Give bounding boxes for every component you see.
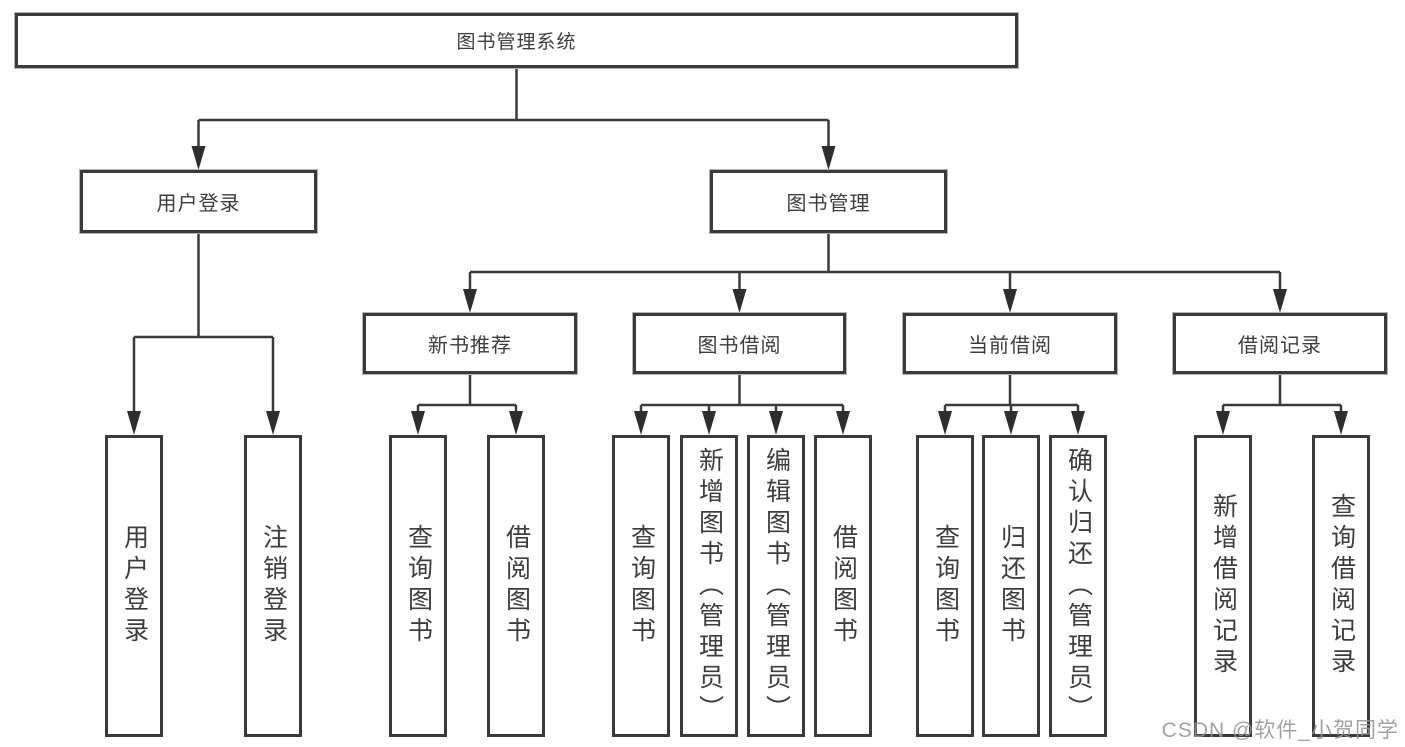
leaf-label: 查询图书 bbox=[627, 524, 656, 648]
leaf-logout-login: 注销登录 bbox=[244, 435, 302, 737]
node-label: 图书管理系统 bbox=[456, 32, 577, 53]
tree-edges bbox=[132, 68, 1343, 414]
node-label: 用户登录 bbox=[156, 193, 241, 215]
leaf-query-borrow-record: 查询借阅记录 bbox=[1312, 435, 1370, 737]
node-borrow-records: 借阅记录 bbox=[1173, 313, 1387, 374]
arrow-down-icons bbox=[127, 146, 1348, 435]
leaf-query-books-borrow: 查询图书 bbox=[612, 435, 670, 737]
leaf-label: 新增借阅记录 bbox=[1209, 493, 1238, 679]
leaf-confirm-return-admin: 确认归还（管理员） bbox=[1049, 435, 1107, 737]
node-label: 当前借阅 bbox=[968, 335, 1052, 357]
leaf-label: 确认归还（管理员） bbox=[1064, 446, 1093, 726]
csdn-watermark: CSDN @软件_小贺同学 bbox=[1161, 719, 1399, 742]
leaf-label: 查询图书 bbox=[931, 524, 960, 648]
node-label: 图书借阅 bbox=[697, 335, 782, 357]
node-new-book-recommend: 新书推荐 bbox=[363, 313, 577, 374]
leaf-label: 归还图书 bbox=[997, 524, 1026, 648]
leaf-edit-books-admin: 编辑图书（管理员） bbox=[747, 435, 805, 737]
node-label: 新书推荐 bbox=[428, 335, 512, 357]
leaf-borrow-books: 借阅图书 bbox=[814, 435, 872, 737]
node-book-management: 图书管理 bbox=[710, 170, 947, 233]
node-label: 借阅记录 bbox=[1238, 335, 1322, 357]
leaf-add-borrow-record: 新增借阅记录 bbox=[1194, 435, 1252, 737]
leaf-label: 新增图书（管理员） bbox=[695, 446, 724, 726]
leaf-borrow-books-recommend: 借阅图书 bbox=[487, 435, 545, 737]
leaf-query-books-recommend: 查询图书 bbox=[389, 435, 447, 737]
leaf-label: 查询借阅记录 bbox=[1327, 493, 1356, 679]
leaf-label: 借阅图书 bbox=[829, 524, 858, 648]
leaf-return-books: 归还图书 bbox=[982, 435, 1040, 737]
leaf-user-login: 用户登录 bbox=[105, 435, 163, 737]
leaf-label: 查询图书 bbox=[404, 524, 433, 648]
node-root-library-system: 图书管理系统 bbox=[15, 13, 1018, 68]
leaf-label: 注销登录 bbox=[259, 524, 288, 648]
leaf-label: 借阅图书 bbox=[502, 524, 531, 648]
leaf-label: 用户登录 bbox=[120, 524, 149, 648]
leaf-add-books-admin: 新增图书（管理员） bbox=[680, 435, 738, 737]
node-label: 图书管理 bbox=[786, 193, 871, 215]
node-user-login: 用户登录 bbox=[80, 170, 317, 233]
leaf-label: 编辑图书（管理员） bbox=[762, 446, 791, 726]
node-current-borrow: 当前借阅 bbox=[903, 313, 1117, 374]
node-book-borrow: 图书借阅 bbox=[633, 313, 846, 374]
leaf-query-books-current: 查询图书 bbox=[916, 435, 974, 737]
